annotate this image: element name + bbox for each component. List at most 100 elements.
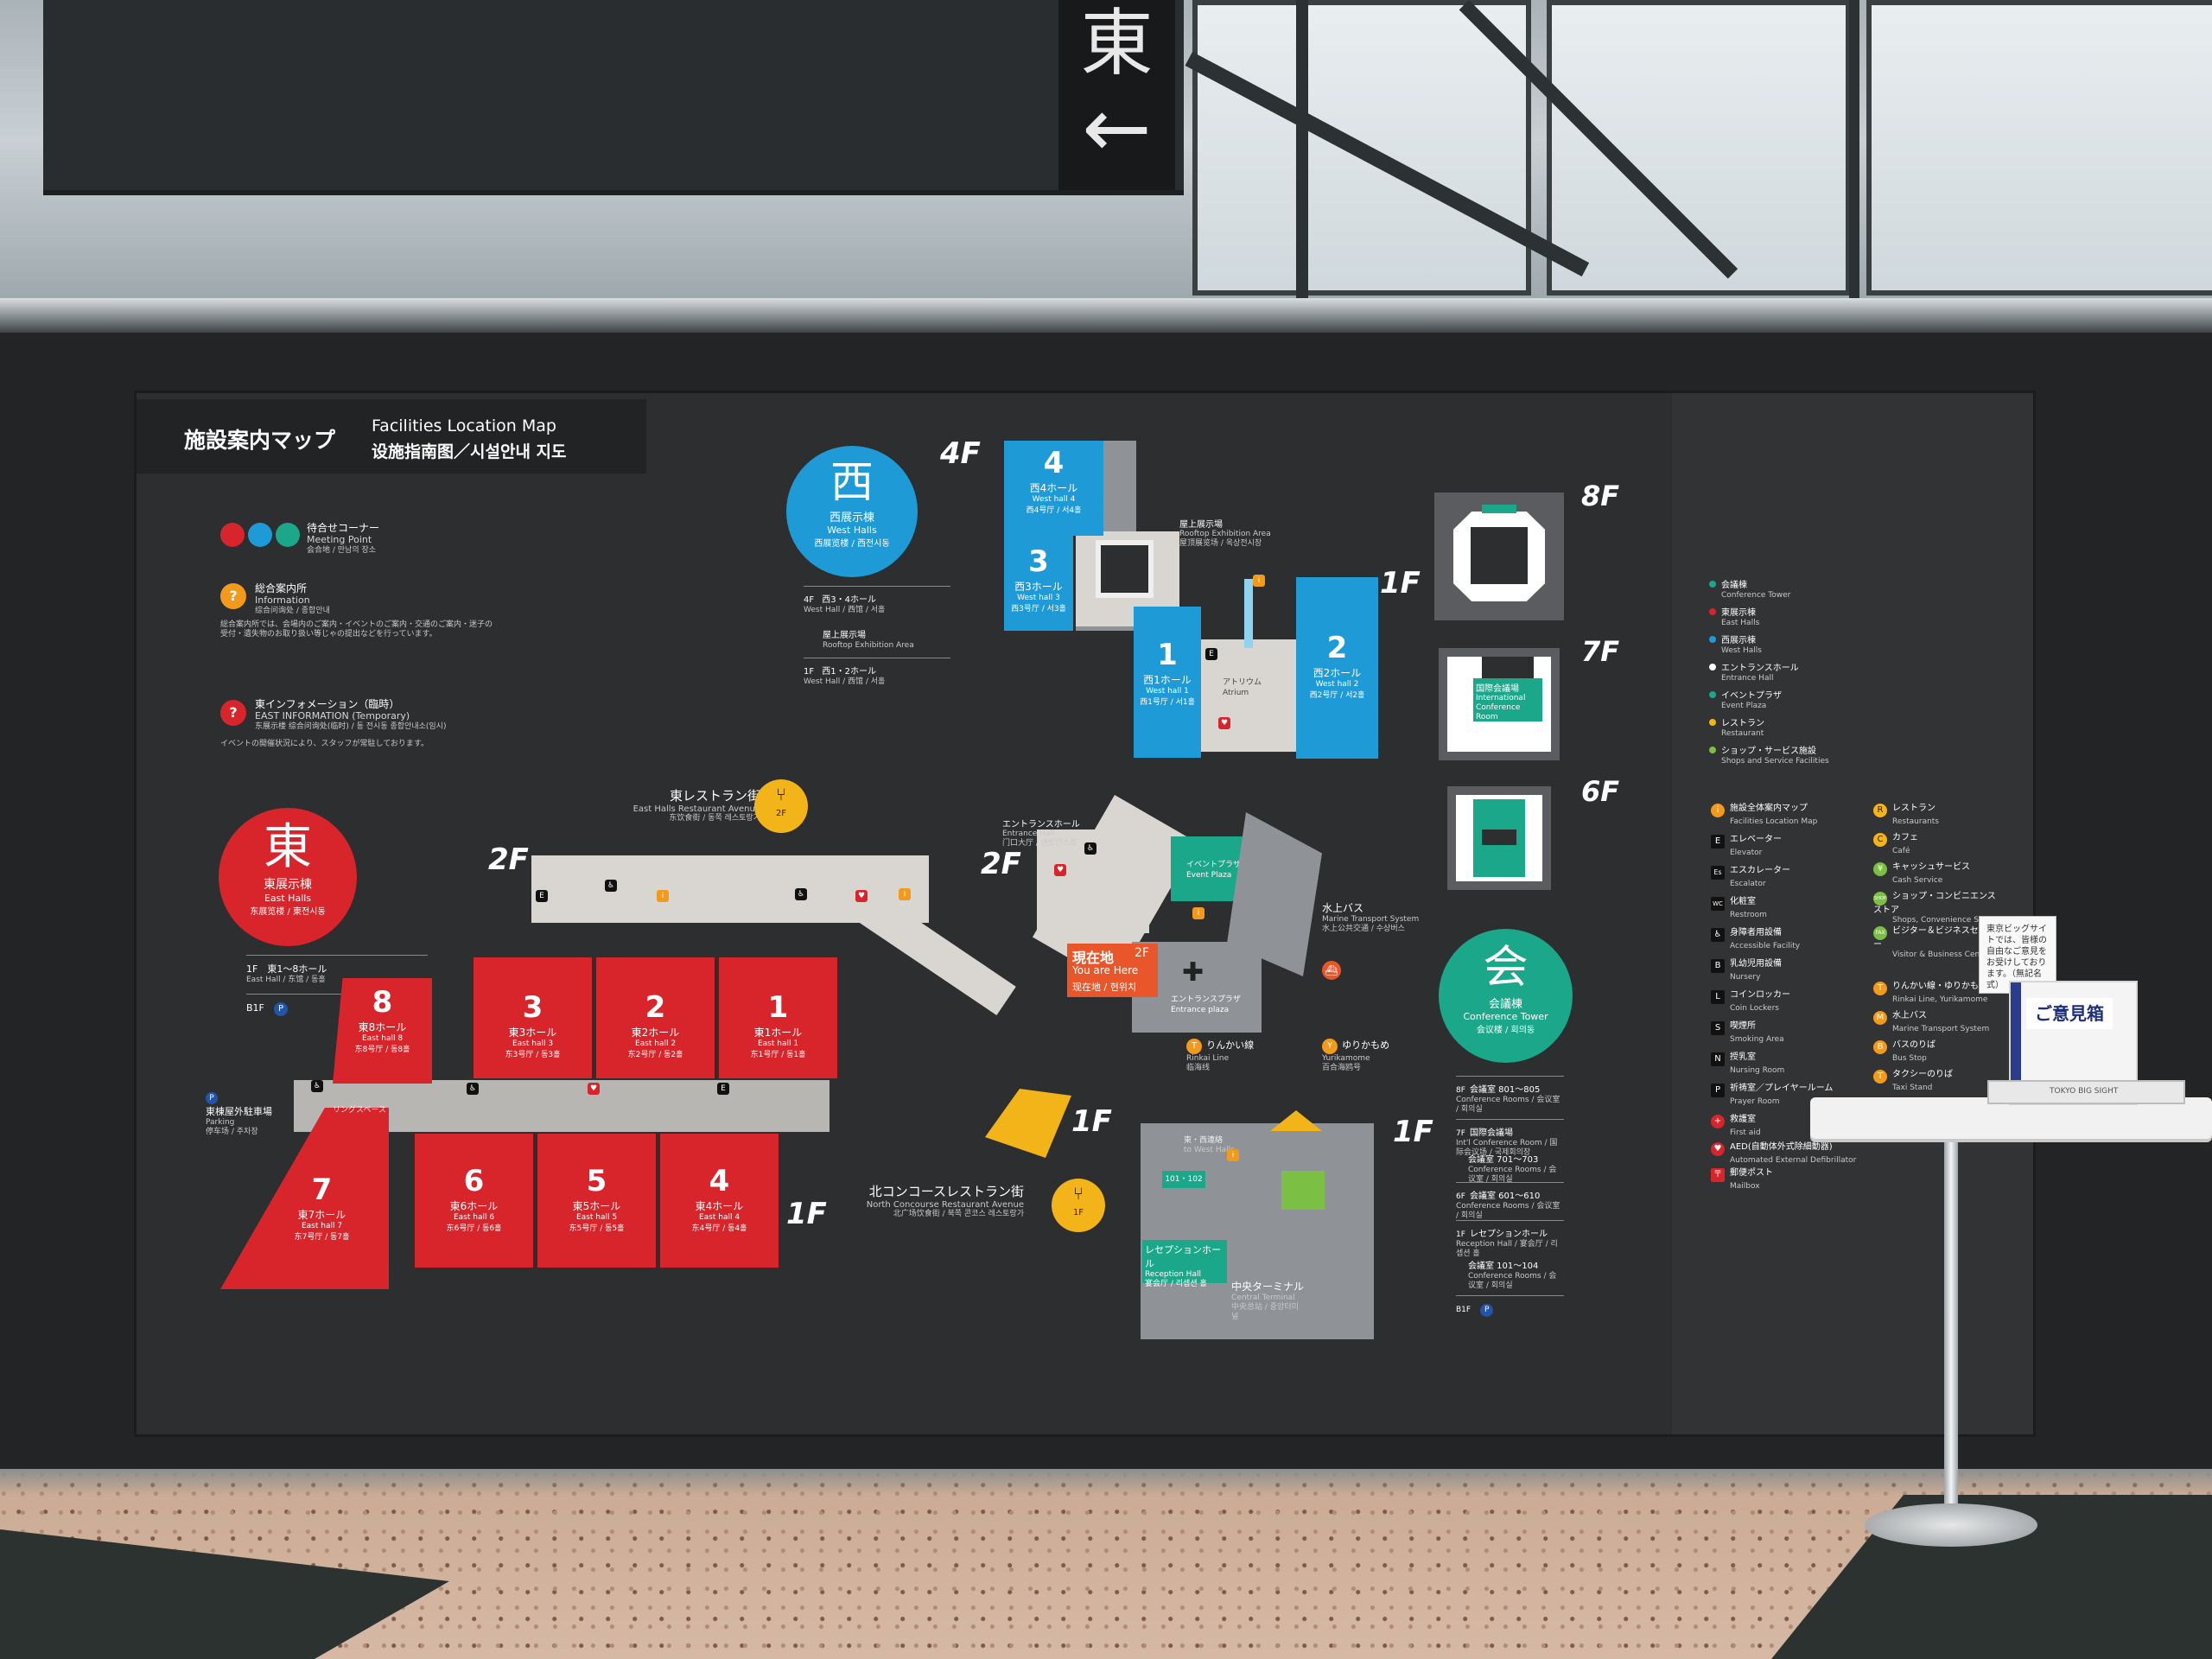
paper-tray[interactable]: TOKYO BIG SIGHT	[1987, 1080, 2185, 1104]
conference-badge-cn-kr: 会议楼 / 회의동	[1476, 1026, 1535, 1035]
suggestion-box[interactable]: ご意見箱	[2009, 981, 2138, 1105]
east-halls-badge: 東 東展示棟 East Halls 东展览楼 / 東전시동	[219, 808, 357, 946]
restroom-icon: ♿	[311, 1080, 323, 1092]
meeting-point-icon	[248, 523, 272, 547]
east-restaurant-sub: 东饮食街 / 동쪽 레스토랑가	[669, 814, 760, 823]
here-jp: 現在地	[1072, 950, 1115, 966]
east-hall-1: 1 東1ホール East hall 1 东1号厅 / 동1홀	[719, 957, 837, 1078]
entrance-plaza-jp: エントランスプラザ	[1171, 995, 1241, 1004]
rinkai-label: T りんかい線 Rinkai Line 临海线	[1186, 1039, 1255, 1072]
glass-railing	[0, 298, 2212, 333]
conference-6f-plan	[1447, 786, 1551, 890]
information-icon: i	[899, 888, 911, 900]
elevator-icon: E	[1711, 835, 1725, 849]
bus-icon: B	[1873, 1040, 1887, 1054]
aed-icon: ♥	[1218, 717, 1230, 729]
conference-tower-ground	[1141, 1123, 1374, 1339]
restroom-icon: WC	[1711, 897, 1725, 911]
east-restaurant-badge: ⑂ 2F	[754, 779, 808, 833]
west-badge-jp: 西展示棟	[829, 512, 874, 524]
west-floor-list: 4F 西3・4ホール West Hall / 西馆 / 서홀 屋上展示場 Roo…	[804, 586, 950, 694]
east-parking-jp: 東棟屋外駐車場	[206, 1106, 272, 1117]
boat-icon: ⛴	[1322, 961, 1341, 980]
overhead-direction-sign: 東 ←	[1058, 0, 1175, 190]
conference-floor-list: 8F 会議室 801〜805 Conference Rooms / 会议室 / …	[1456, 1076, 1564, 1319]
nursing-room-icon: N	[1711, 1052, 1725, 1066]
cafe-icon: C	[1873, 833, 1887, 847]
overhead-sign-kanji: 東	[1080, 1, 1154, 86]
map-title-en: Facilities Location Map	[372, 416, 556, 435]
east-hall-5: 5 東5ホール East hall 5 东5号厅 / 동5홀	[537, 1134, 656, 1268]
west-badge-kanji: 西	[830, 457, 874, 507]
information-icon: i	[1253, 575, 1265, 587]
east-info-kr: 东展示楼 综合问询处(临时) / 동 전시동 종합안내소(임시)	[255, 722, 447, 731]
cash-service-icon: ¥	[1873, 862, 1887, 876]
east-hall-8: 8 東8ホール East hall 8 东8号厅 / 동8홀	[333, 978, 432, 1084]
train-icon: T	[1186, 1039, 1202, 1054]
information-jp: 総合案内所	[255, 582, 308, 594]
steel-column	[1296, 0, 1308, 311]
east-hall-2: 2 東2ホール East hall 2 东2号厅 / 동2홀	[596, 957, 715, 1078]
train-icon: T	[1873, 982, 1887, 995]
conference-8f-plan	[1434, 493, 1564, 620]
aed-icon: ♥	[1054, 864, 1066, 876]
information-icon: ?	[220, 583, 246, 609]
yurikamome-label: Y ゆりかもめ Yurikamome 百合海鸥号	[1322, 1039, 1390, 1072]
east-hall-6: 6 東6ホール East hall 6 东6号厅 / 동6홀	[415, 1134, 533, 1268]
entrance-plaza-en: Entrance plaza	[1171, 1006, 1230, 1014]
smoking-icon: S	[1711, 1021, 1725, 1035]
meeting-point-en: Meeting Point	[307, 534, 372, 545]
intl-conference-room: 国際会議場 International Conference Room 国际会议…	[1473, 678, 1542, 741]
floor-marker: 4F	[940, 436, 981, 471]
north-restaurant-label: 北コンコースレストラン街 North Concourse Restaurant …	[866, 1184, 1024, 1218]
atrium-jp: アトリウム	[1223, 678, 1262, 687]
elevator-icon: E	[536, 890, 548, 902]
skylight-window	[1547, 0, 1851, 296]
floor-marker: 1F	[1380, 566, 1421, 601]
conference-floor-marker: 7F	[1581, 635, 1620, 668]
conference-room-101-102: 101・102	[1162, 1171, 1205, 1188]
east-floor-row: B1F P	[246, 994, 428, 1024]
west-link-label: 東・西連絡 to West Halls	[1184, 1136, 1235, 1154]
suggestion-box-label: ご意見箱	[2026, 998, 2113, 1029]
accessible-icon: ♿	[1711, 928, 1725, 942]
boat-icon: M	[1873, 1011, 1887, 1025]
floor-marker: 1F	[786, 1197, 827, 1231]
restaurant-icon: ⑂	[776, 784, 786, 804]
east-badge-jp: 東展示棟	[264, 878, 312, 892]
ring-space-label: リングスペース	[333, 1106, 386, 1115]
conference-tower-badge: 会 会議棟 Conference Tower 会议楼 / 회의동	[1439, 929, 1573, 1063]
east-parking-label: P 東棟屋外駐車場 Parking 停车场 / 주차장	[206, 1087, 272, 1137]
rooftop-label: 屋上展示場 Rooftop Exhibition Area 屋顶展览场 / 옥상…	[1179, 520, 1271, 548]
conference-badge-kanji: 会	[1483, 942, 1529, 994]
locker-icon: L	[1711, 990, 1725, 1004]
restroom-icon: ♿	[795, 888, 807, 900]
parking-icon: P	[206, 1092, 218, 1104]
west-halls-badge: 西 西展示棟 West Halls 西展览楼 / 西전시동	[786, 446, 918, 577]
north-restaurant-badge: ⑂ 1F	[1052, 1179, 1105, 1232]
parking-icon: P	[1480, 1304, 1494, 1317]
west-hall-2: 2 西2ホール West hall 2 西2号厅 / 서2홀	[1296, 577, 1378, 759]
information-note: 総合案内所では、会場内のご案内・イベントのご案内・交通のご案内・迷子の受付・遺失…	[220, 620, 493, 639]
east-badge-kanji: 東	[264, 819, 312, 875]
ceiling-soffit	[43, 0, 1184, 195]
east-parking-en: Parking	[206, 1118, 235, 1127]
meeting-point-icon	[220, 523, 245, 547]
table-base	[1865, 1503, 2037, 1547]
marine-label: 水上バス Marine Transport System 水上公共交通 / 수상…	[1322, 902, 1420, 933]
map-title-cn-kr: 设施指南图／시설안내 지도	[372, 442, 567, 461]
map-title-jp: 施設案内マップ	[184, 428, 336, 453]
first-aid-icon: +	[1711, 1115, 1725, 1128]
restroom-icon: ♿	[467, 1083, 479, 1095]
west-hall-4: 4 西4ホール West hall 4 西4号厅 / 서4홀	[1004, 441, 1103, 536]
floor-reflection	[0, 1469, 2212, 1495]
conference-floor-marker: 8F	[1581, 480, 1620, 512]
shop-icon: SHOP	[1873, 892, 1887, 906]
convenience-store	[1281, 1171, 1325, 1210]
